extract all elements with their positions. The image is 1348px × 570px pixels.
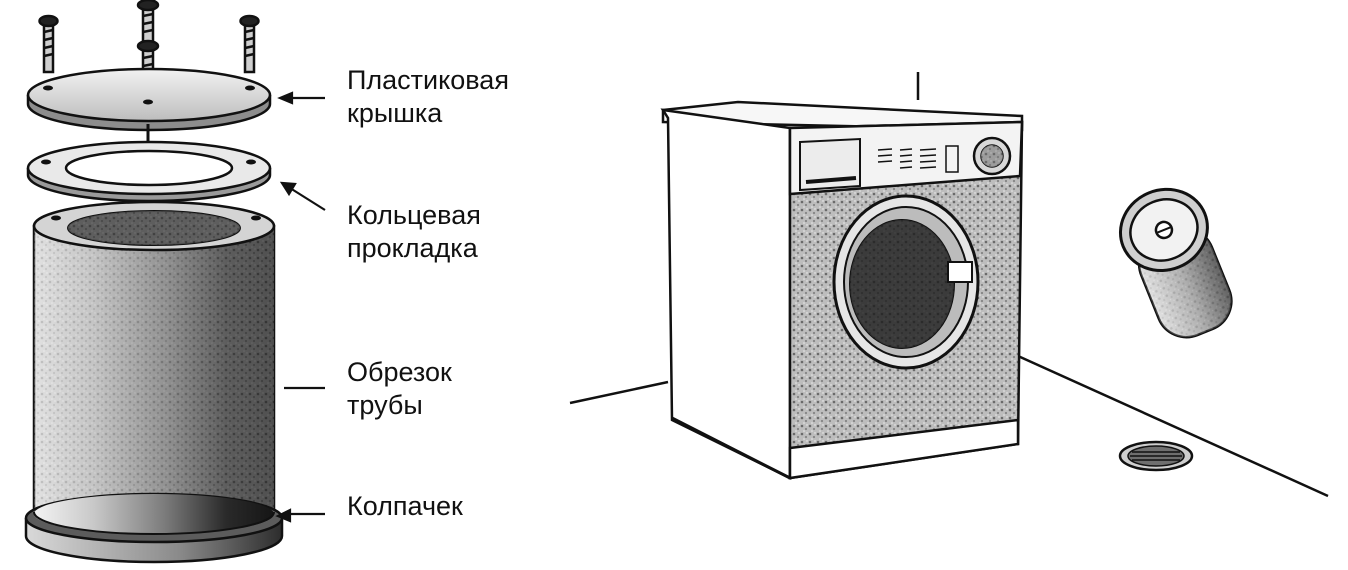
- label-ring-gasket: Кольцевая прокладка: [347, 199, 481, 265]
- plastic-lid: [26, 67, 272, 132]
- drain-standpipe-cap: [1118, 187, 1233, 339]
- label-pipe-cap-line1: Колпачек: [347, 491, 463, 521]
- label-plastic-lid: Пластиковая крышка: [347, 64, 509, 130]
- label-pipe-section: Обрезок трубы: [347, 356, 452, 422]
- label-plastic-lid-line2: крышка: [347, 98, 443, 128]
- bolt: [136, 0, 160, 46]
- label-pipe-cap: Колпачек: [347, 490, 463, 523]
- washing-machine-scene: [569, 72, 1329, 498]
- label-pipe-section-line1: Обрезок: [347, 357, 452, 387]
- standpipe-assembly: [24, 0, 326, 564]
- bolt: [38, 14, 59, 74]
- ring-gasket: [26, 140, 272, 203]
- label-plastic-lid-line1: Пластиковая: [347, 65, 509, 95]
- washing-machine: [660, 100, 1024, 481]
- bolt: [239, 14, 260, 74]
- label-ring-gasket-line1: Кольцевая: [347, 200, 481, 230]
- label-pipe-section-line2: трубы: [347, 390, 423, 420]
- floor-drain: [1118, 440, 1194, 472]
- label-leaders: [275, 91, 326, 523]
- label-ring-gasket-line2: прокладка: [347, 233, 478, 263]
- pipe-cap: [24, 492, 284, 564]
- pipe-section: [32, 200, 276, 518]
